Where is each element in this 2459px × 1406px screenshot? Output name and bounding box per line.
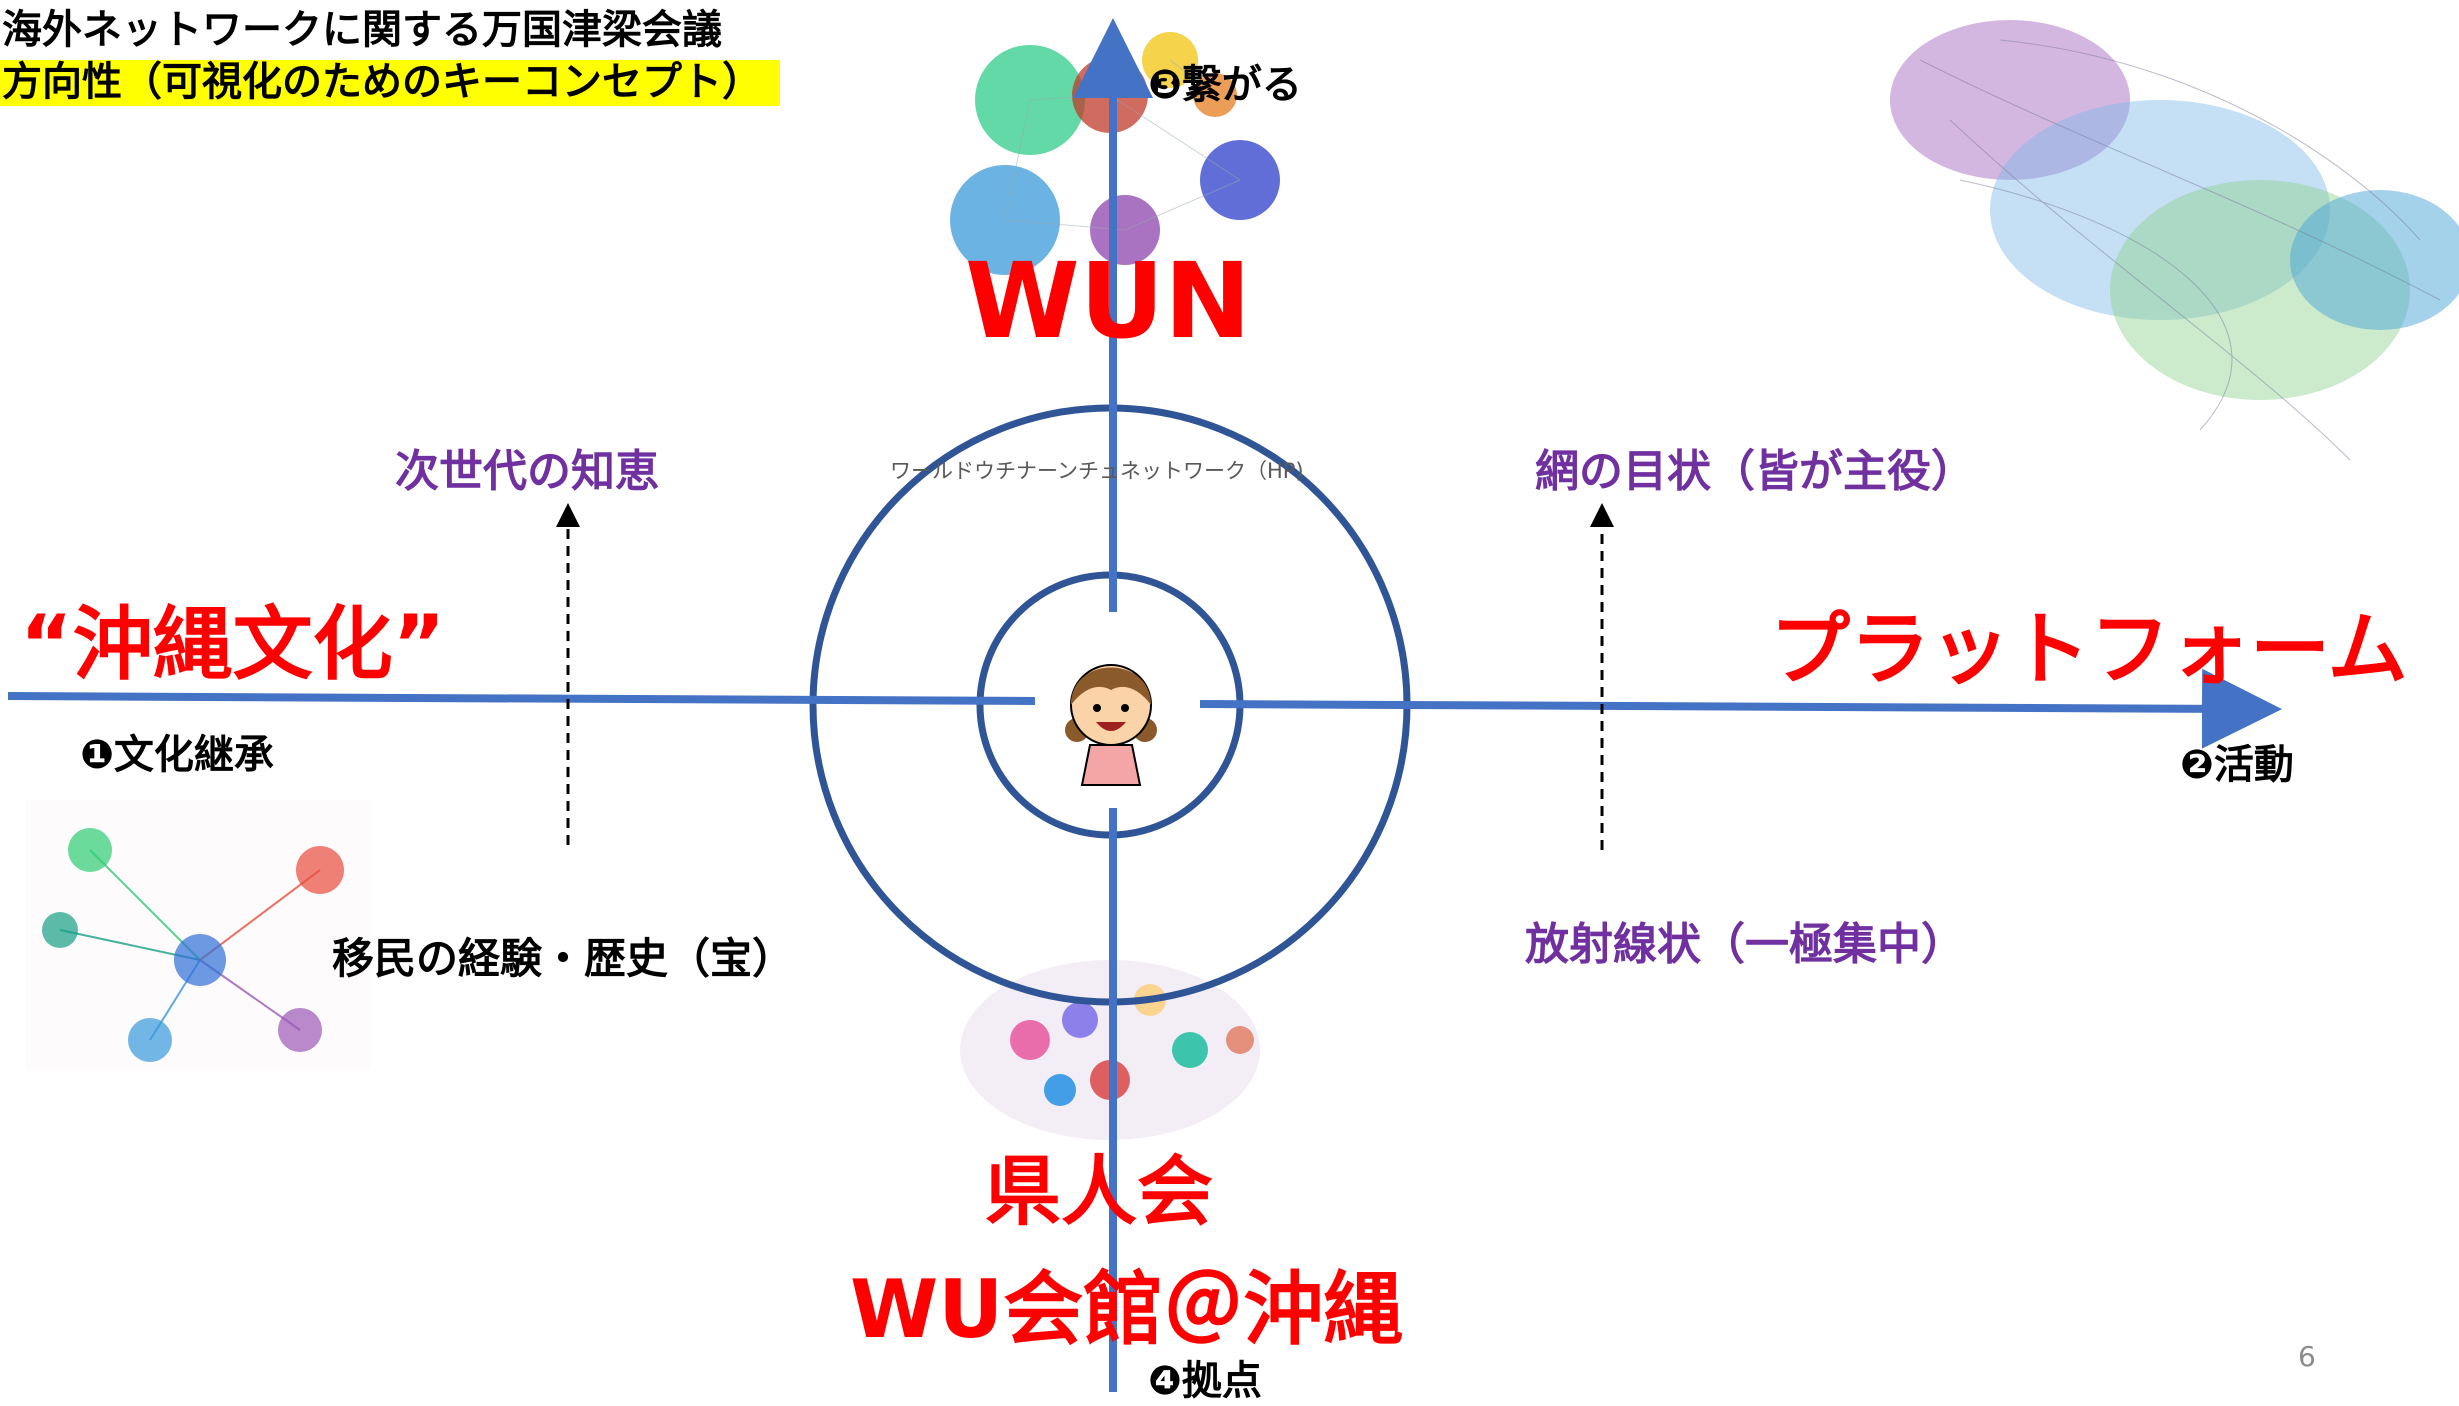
pole-bottom-wu-kaikan: WU会館＠沖縄 [850, 1263, 1404, 1356]
center-caption: ワールドウチナーンチュネットワーク（HP) [890, 459, 1304, 483]
slide-title-line2: 方向性（可視化のためのキーコンセプト） [0, 60, 780, 106]
horizontal-axis [7, 668, 2282, 749]
axis-label-right: ❷活動 [2180, 742, 2294, 788]
pole-top-wun: WUN [965, 240, 1252, 362]
page-number: 6 [2298, 1340, 2316, 1373]
pole-bottom-kenjinkai: 県人会 [985, 1147, 1213, 1236]
slide-title-line1: 海外ネットワークに関する万国津梁会議 [2, 7, 722, 53]
network-image-left [25, 800, 370, 1070]
person-icon [1055, 645, 1165, 786]
quadrant-lower-left: 移民の経験・歴史（宝） [332, 934, 795, 983]
quadrant-upper-right: 網の目状（皆が主役） [1535, 446, 1975, 497]
axis-label-top: ❸繋がる [1148, 62, 1302, 108]
quadrant-lower-right: 放射線状（一極集中） [1525, 919, 1965, 970]
pole-right-platform: プラットフォーム [1770, 603, 2408, 696]
pole-left-okinawa-culture: “沖縄文化” [20, 598, 446, 691]
axis-label-bottom: ❹拠点 [1148, 1358, 1262, 1404]
axis-label-left: ❶文化継承 [80, 732, 274, 778]
network-image-top-right [1890, 20, 2459, 461]
quadrant-upper-left: 次世代の知恵 [395, 446, 659, 497]
